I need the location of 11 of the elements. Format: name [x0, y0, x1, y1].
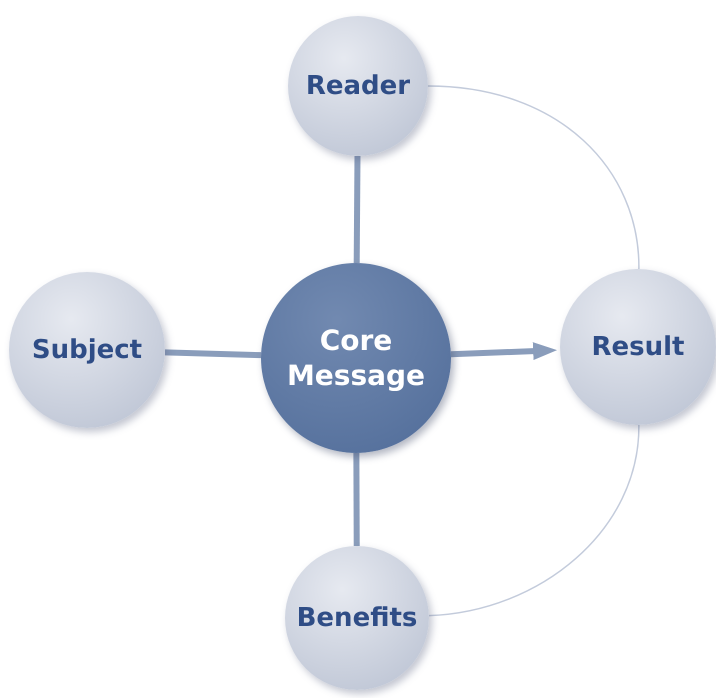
circle-label: Subject	[30, 334, 144, 366]
circle-label: Benefits	[296, 602, 418, 634]
connector-line	[428, 424, 640, 616]
circle-label: Reader	[304, 70, 412, 102]
arrow	[450, 342, 558, 360]
circle-label: Core Message	[286, 323, 426, 393]
circle-label: Result	[590, 330, 686, 364]
connector-line	[354, 156, 360, 264]
connector-line	[353, 452, 360, 546]
connector-line	[164, 349, 262, 358]
connector-line	[428, 85, 640, 270]
